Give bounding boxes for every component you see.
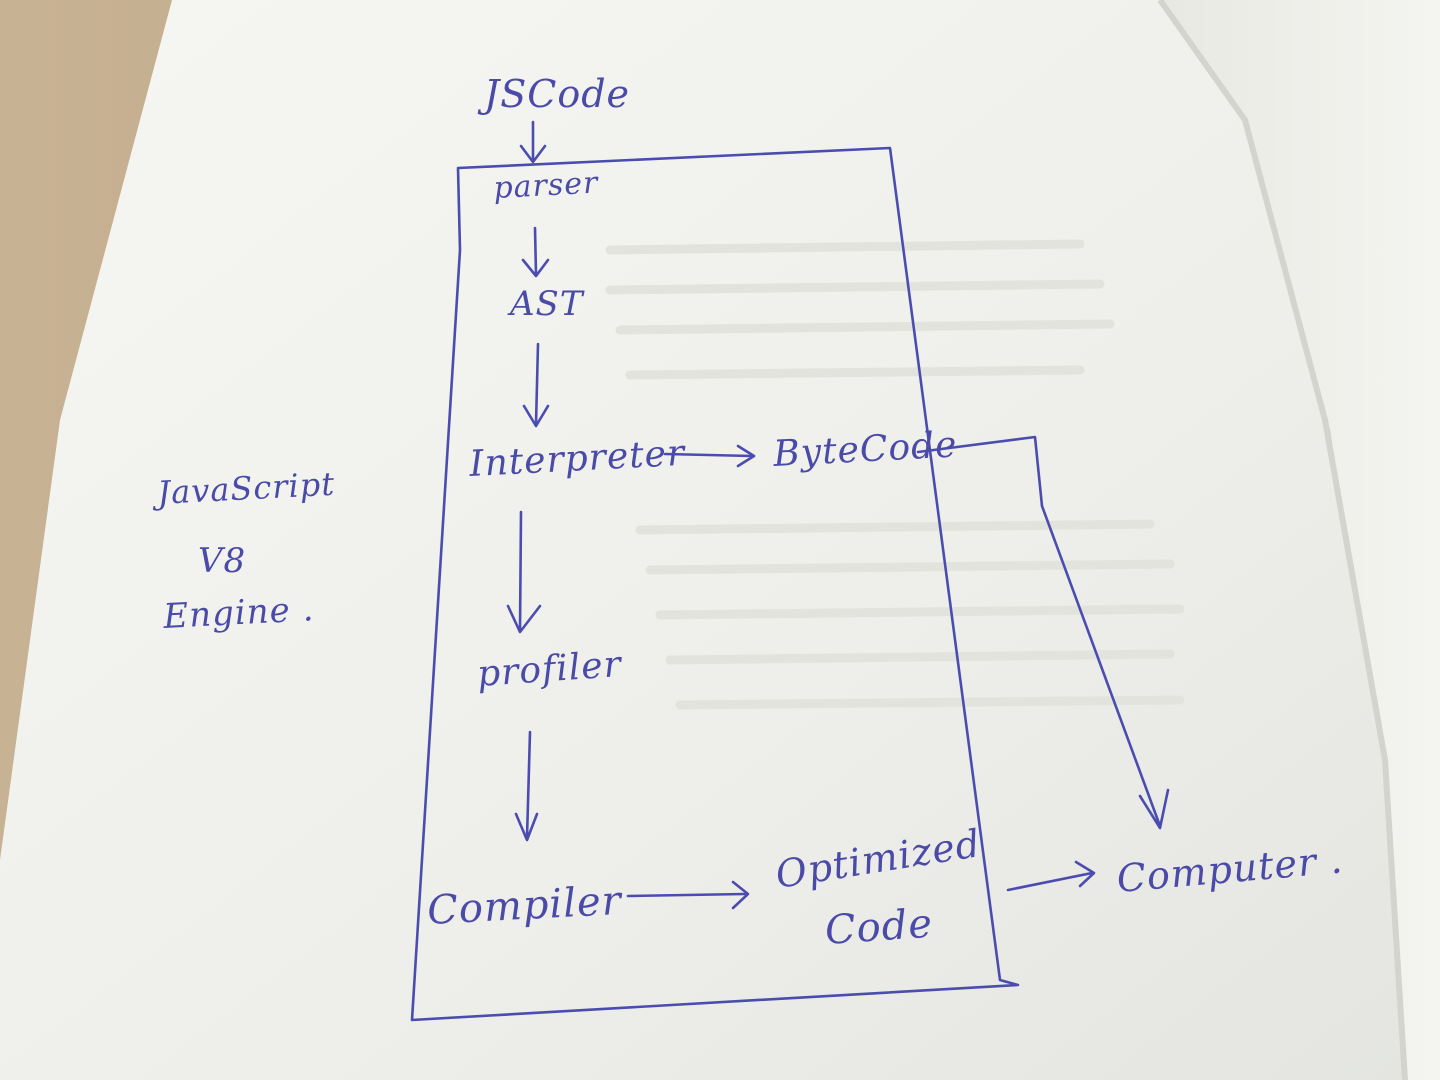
arrow-interpreter-to-profiler: [506, 510, 542, 634]
arrow-box-to-computer: [1006, 860, 1096, 892]
node-jscode: JSCode: [477, 72, 630, 116]
arrow-bytecode-to-computer: [916, 435, 1170, 830]
node-profiler: profiler: [476, 644, 624, 695]
arrow-parser-to-ast: [521, 226, 550, 278]
show-through-text: [605, 239, 1185, 710]
page-fold-shadow: [1157, 0, 1408, 1080]
right-page-edge: [1150, 0, 1440, 1080]
node-compiler: Compiler: [426, 878, 625, 934]
arrow-ast-to-interpreter: [522, 342, 550, 428]
side-label-engine: Engine .: [161, 589, 315, 637]
arrow-compiler-to-optimized: [626, 880, 750, 910]
v8-engine-box: [410, 146, 1020, 1022]
arrow-interpreter-to-bytecode: [663, 444, 756, 468]
arrow-jscode-to-parser: [519, 120, 547, 164]
arrow-profiler-to-compiler: [514, 730, 539, 842]
node-optimized-line2: Code: [823, 901, 934, 954]
node-ast: AST: [507, 284, 585, 324]
paper-sheet: [0, 0, 1405, 1080]
node-parser: parser: [493, 166, 600, 206]
node-bytecode: ByteCode: [771, 424, 958, 475]
side-label-v8: V8: [198, 541, 246, 581]
